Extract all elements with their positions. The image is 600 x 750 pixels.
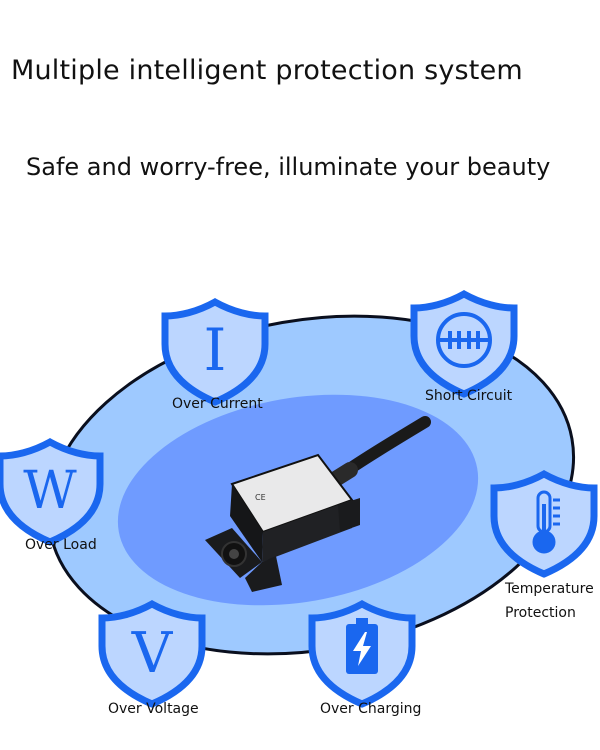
over-current-badge: I [165, 302, 265, 402]
over-load-label: Over Load [25, 537, 97, 553]
temperature-badge [494, 474, 594, 574]
over-charging-badge [312, 604, 412, 704]
headline: Multiple intelligent protection system [11, 55, 523, 86]
letter-v-icon: V [131, 621, 174, 686]
svg-text:CE: CE [255, 493, 266, 502]
over-load-badge: W [0, 442, 100, 542]
over-current-label: Over Current [172, 396, 263, 412]
letter-w-icon: W [23, 461, 77, 521]
battery-charging-icon [346, 618, 378, 674]
over-voltage-label: Over Voltage [108, 701, 199, 717]
temperature-label-line1: Temperature [505, 581, 594, 597]
over-voltage-badge: V [102, 604, 202, 704]
letter-i-icon: I [204, 316, 227, 384]
short-circuit-icon [436, 312, 492, 368]
temperature-label-line2: Protection [505, 605, 576, 621]
over-charging-label: Over Charging [320, 701, 422, 717]
short-circuit-label: Short Circuit [425, 388, 513, 404]
thermometer-icon [532, 490, 560, 554]
power-supply-device: CE [205, 416, 431, 592]
temperature-label: Temperature Protection [505, 577, 594, 625]
short-circuit-badge [414, 294, 514, 394]
subheadline: Safe and worry-free, illuminate your bea… [26, 153, 551, 181]
